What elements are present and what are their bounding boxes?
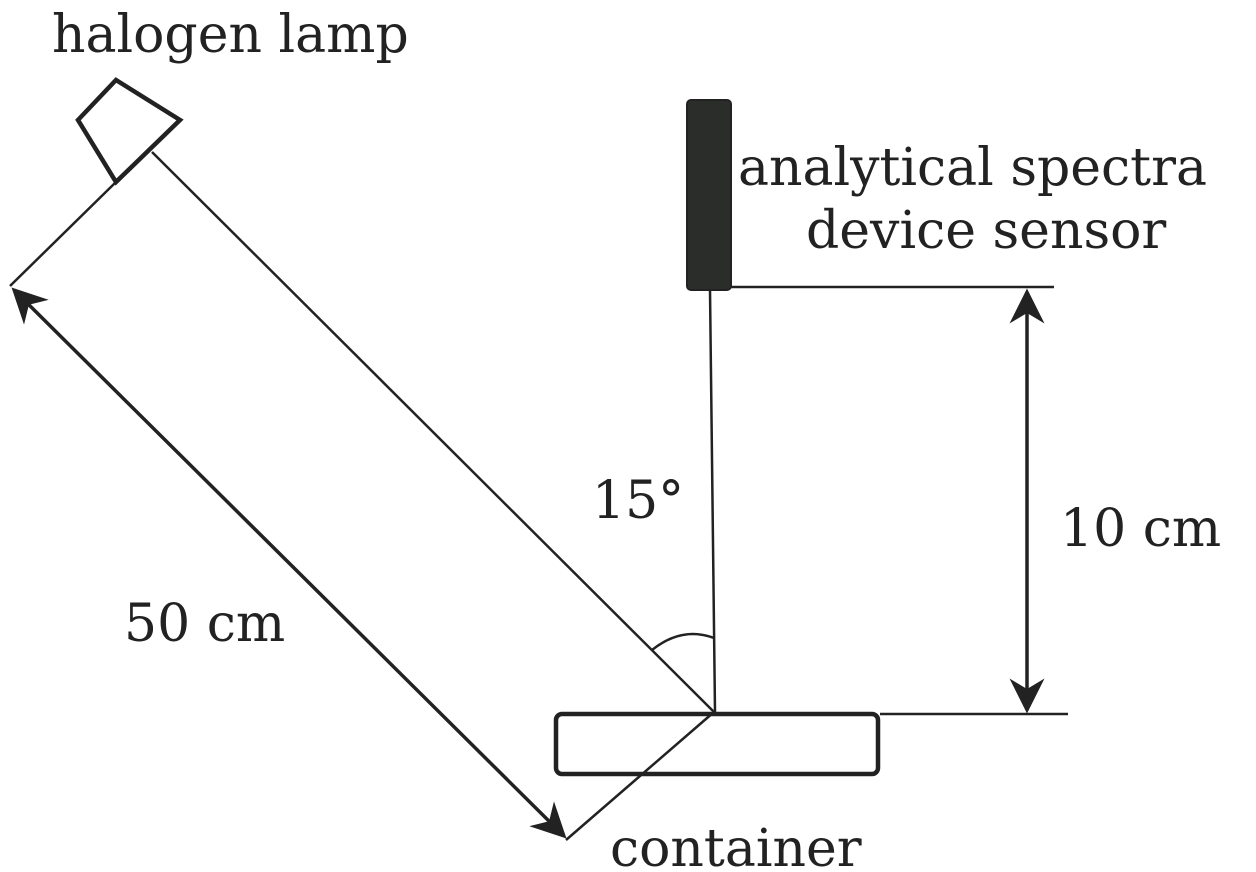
- halogen-lamp-head: [75, 77, 184, 186]
- sensor-view-line: [708, 289, 717, 713]
- sensor-body: [686, 99, 732, 291]
- label-sensor-line2: device sensor: [806, 201, 1166, 261]
- label-halogen-lamp: halogen lamp: [52, 5, 409, 65]
- label-container: container: [610, 819, 862, 872]
- container-body: [553, 711, 881, 777]
- angle-arc: [651, 632, 715, 651]
- beam-edge-top: [9, 181, 117, 287]
- label-distance-50cm: 50 cm: [124, 594, 285, 654]
- label-sensor-line1: analytical spectra: [738, 138, 1207, 198]
- distance-arrow-50cm: [11, 287, 567, 839]
- label-angle: 15°: [592, 471, 684, 531]
- label-distance-10cm: 10 cm: [1060, 499, 1221, 559]
